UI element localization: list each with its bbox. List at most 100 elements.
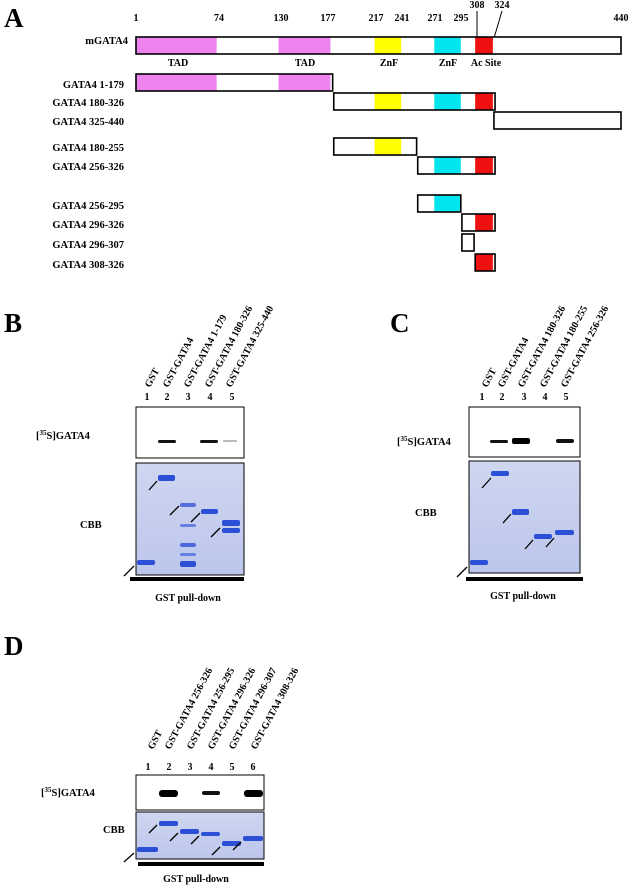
label-bracket: [ [397,437,401,448]
construct-bars [135,73,622,272]
bar-border [332,92,496,111]
domain-segment [434,157,461,174]
domain-segment [278,37,331,54]
domain-segment [374,93,402,110]
bar-border [332,137,418,156]
label-bracket: [ [36,431,40,442]
autoradiograph-d [135,774,265,811]
lane-number: 1 [146,762,151,773]
arrow-icon [148,480,158,491]
gel-band [243,836,263,841]
lane-labels-c: GST GST-GATA4 GST-GATA4 180-326 GST-GATA… [480,304,611,389]
construct-label: GATA4 256-295 [52,201,124,212]
label-suffix: S]GATA4 [408,437,452,448]
gel-bands-c [470,471,574,565]
autoradiograph-label-d: [35S]GATA4 [41,786,96,799]
label-superscript: 35 [40,429,48,437]
axis-label-1: 1 [134,13,139,24]
autoradiograph-bands-b [158,440,237,443]
lane-number: 2 [165,392,170,403]
bar-border [461,213,496,232]
radio-band [202,791,220,795]
cbb-label-c: CBB [415,508,437,519]
radio-band [158,440,176,443]
panel-d: D GST GST-GATA4 256-326 GST-GATA4 256-29… [4,631,301,885]
lane-numbers-c: 1 2 3 4 5 [480,392,569,403]
lane-number: 3 [186,392,191,403]
lane-label: GST [146,728,165,751]
arrow-icon [148,824,158,834]
bar-border [474,253,496,272]
lane-number: 5 [230,392,235,403]
radio-band [512,438,530,444]
lane-number: 5 [564,392,569,403]
radio-band [490,440,508,443]
gel-band [201,509,218,514]
arrow-icon [169,832,179,842]
pulldown-label-b: GST pull-down [155,593,221,604]
radio-band [556,439,574,443]
lane-number: 4 [208,392,213,403]
domain-label-znf-2: ZnF [439,58,457,69]
lane-number: 5 [230,762,235,773]
cbb-gel-c [468,460,581,574]
axis-label-74: 74 [214,13,224,24]
construct-label: GATA4 296-326 [52,220,124,231]
axis-label-308: 308 [470,0,485,11]
bar-border [416,156,496,175]
gel-band [137,847,158,852]
gel-band [180,561,196,567]
lane-number: 1 [145,392,150,403]
gel-band [180,543,196,547]
domain-segment [434,93,461,110]
construct-bar [493,111,622,130]
panel-letter-a: A [4,3,24,33]
pulldown-bar-c [466,577,583,581]
construct-label: GATA4 325-440 [52,117,124,128]
gel-bands-d [137,821,263,852]
autoradiograph-bands-d [159,790,263,797]
arrow-icon [211,846,221,856]
construct-labels: GATA4 1-179 GATA4 180-326 GATA4 325-440 … [52,80,124,271]
autoradiograph-label-c: [35S]GATA4 [397,435,452,448]
gel-band [222,520,240,526]
construct-label: GATA4 180-255 [52,143,124,154]
lane-label: GST [143,366,162,389]
gel-band [512,509,529,515]
gel-band [222,528,240,533]
construct-label: GATA4 180-326 [52,98,124,109]
panel-b: B GST GST-GATA4 GST-GATA4 1-179 GST-GATA… [4,304,276,604]
domain-label-znf-1: ZnF [380,58,398,69]
gel-band [534,534,552,539]
label-suffix: S]GATA4 [47,431,91,442]
arrow-icon [190,512,201,523]
lane-number: 2 [500,392,505,403]
axis-label-177: 177 [321,13,336,24]
domain-segment [278,74,331,91]
domain-segment [434,37,461,54]
lane-number: 4 [209,762,214,773]
full-length-bar [135,36,622,55]
domain-label-tad-1: TAD [168,58,188,69]
arrow-icon [502,513,512,524]
domain-segment [136,37,217,54]
arrow-icon [190,835,200,845]
panel-c: C GST GST-GATA4 GST-GATA4 180-326 GST-GA… [390,304,611,602]
gel-band [201,832,220,836]
construct-bar [474,253,496,272]
axis-label-324: 324 [495,0,510,11]
band-arrows-b [123,480,221,577]
lane-number: 6 [251,762,256,773]
domain-segment [475,37,493,54]
domain-segment [434,195,461,212]
gel-band [470,560,488,565]
construct-bar [461,233,475,252]
arrow-icon [123,852,135,863]
axis-label-130: 130 [274,13,289,24]
axis-label-440: 440 [614,13,629,24]
domain-label-ac-site: Ac Site [471,58,502,69]
protein-label: mGATA4 [85,36,129,47]
panel-letter-d: D [4,631,24,661]
construct-bar [332,92,496,111]
